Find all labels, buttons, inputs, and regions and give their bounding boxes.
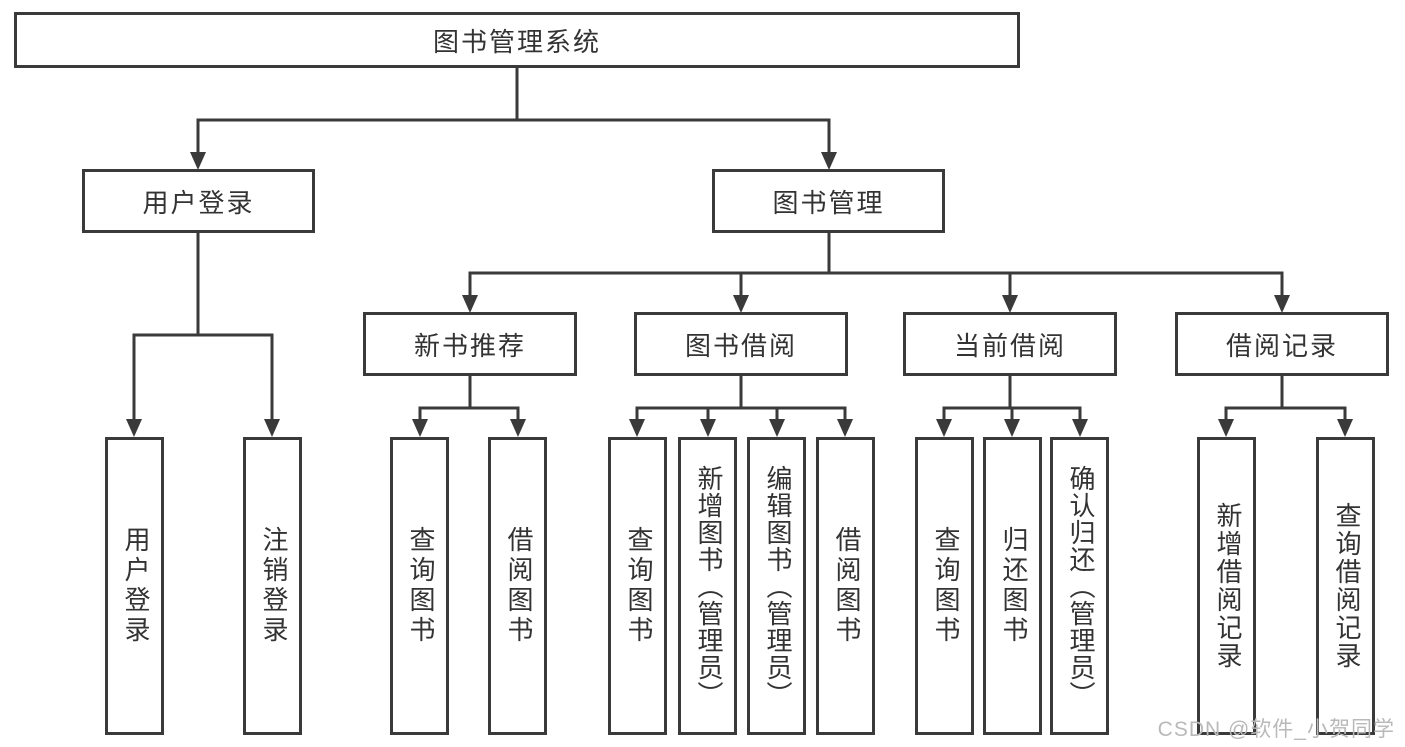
node-book-management: 图书管理	[712, 169, 945, 233]
arrowheads	[126, 152, 1353, 437]
node-leaf-br-add-record: 新增借阅记录	[1197, 437, 1256, 735]
node-leaf-bb-add-books: 新增图书（管理员）	[678, 437, 737, 735]
node-leaf-cb-return-books: 归还图书	[983, 437, 1042, 735]
node-borrowing-records: 借阅记录	[1175, 312, 1389, 376]
node-leaf-bb-edit-books: 编辑图书（管理员）	[747, 437, 806, 735]
watermark: CSDN @软件_小贺同学	[1157, 718, 1395, 741]
node-leaf-nb-query-books: 查询图书	[390, 437, 449, 735]
node-user-login: 用户登录	[82, 169, 315, 233]
node-root: 图书管理系统	[14, 12, 1020, 68]
node-leaf-logout: 注销登录	[243, 437, 302, 735]
node-new-book-recommend: 新书推荐	[363, 312, 577, 376]
node-leaf-user-login: 用户登录	[105, 437, 164, 735]
node-leaf-br-query-record: 查询借阅记录	[1316, 437, 1375, 735]
node-current-borrowing: 当前借阅	[903, 312, 1117, 376]
node-leaf-nb-borrow-books: 借阅图书	[488, 437, 547, 735]
node-leaf-bb-borrow-books: 借阅图书	[816, 437, 875, 735]
node-leaf-cb-query-books: 查询图书	[915, 437, 974, 735]
node-book-borrowing: 图书借阅	[634, 312, 848, 376]
node-leaf-bb-query-books: 查询图书	[608, 437, 667, 735]
node-leaf-cb-confirm-return: 确认归还（管理员）	[1050, 437, 1109, 735]
